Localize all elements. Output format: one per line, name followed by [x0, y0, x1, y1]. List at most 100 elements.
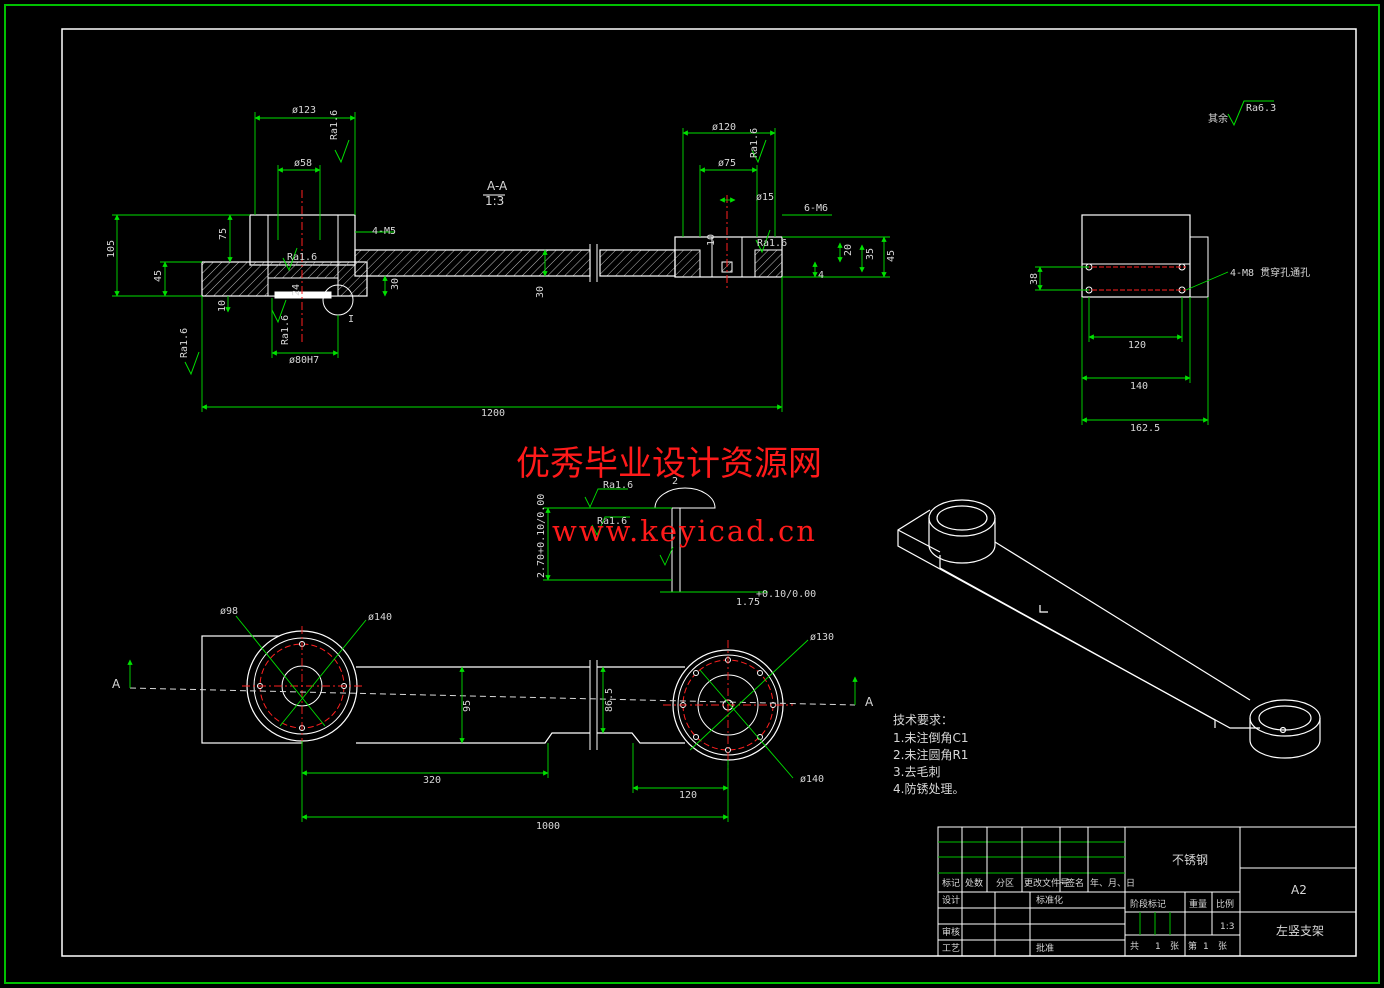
- dim-30b: 30: [535, 286, 546, 298]
- detail-175: 1.75: [736, 597, 760, 608]
- inner-frame: [61, 28, 1357, 957]
- plan-dimensions: [127, 615, 858, 822]
- marker-a-right: A: [865, 695, 874, 709]
- ra-label-5: Ra1.6: [749, 128, 760, 158]
- label-doc: 更改文件号: [1024, 877, 1069, 889]
- section-dimensions: [112, 112, 890, 412]
- side-dim-1625: 162.5: [1130, 423, 1160, 434]
- title-block-text: 不锈钢 A2 左竖支架 1:3 标记 处数 分区 更改文件号 签名 年、月、日 …: [942, 853, 1324, 954]
- roughness-symbols: [184, 139, 771, 376]
- watermark-url: www.keyicad.cn: [552, 514, 817, 548]
- side-holes: [1085, 263, 1186, 294]
- tech-notes: 技术要求： 1.未注倒角C1 2.未注圆角R1 3.去毛刺 4.防锈处理。: [893, 713, 968, 796]
- label-design: 设计: [942, 894, 960, 906]
- plan-dim-865: 86.5: [604, 688, 615, 712]
- label-total: 共: [1130, 941, 1139, 952]
- dim-24: 24: [291, 284, 302, 296]
- side-dim-m8: 4-M8 贯穿孔通孔: [1230, 266, 1310, 279]
- dim-d15: ø15: [756, 192, 774, 203]
- label-count: 处数: [965, 877, 983, 889]
- part-name: 左竖支架: [1276, 923, 1324, 938]
- watermark-title: 优秀毕业设计资源网: [516, 444, 822, 484]
- surface-finish-prefix: 其余: [1208, 112, 1228, 125]
- side-body: [1081, 214, 1191, 298]
- label-standard: 标准化: [1036, 894, 1063, 906]
- label-page-num: 1: [1203, 942, 1209, 952]
- label-total-num: 1: [1155, 942, 1161, 952]
- label-date: 年、月、日: [1090, 877, 1135, 889]
- dim-d75: ø75: [718, 158, 736, 169]
- material: 不锈钢: [1172, 853, 1208, 867]
- ra-label-3: Ra1.6: [280, 315, 291, 345]
- dim-d120: ø120: [712, 122, 736, 133]
- detail-2: 2: [672, 476, 678, 487]
- label-weight: 重量: [1189, 898, 1207, 910]
- surface-finish: 其余 Ra6.3: [1208, 100, 1276, 127]
- label-check: 审核: [942, 926, 960, 938]
- marker-a-left: A: [112, 677, 121, 691]
- arm-section-2: [599, 249, 676, 277]
- dim-45r: 45: [886, 250, 897, 262]
- plan-dim-d98: ø98: [220, 606, 238, 617]
- plan-dim-d130: ø130: [810, 632, 834, 643]
- side-dim-120: 120: [1128, 340, 1146, 351]
- dim-10r: 10: [706, 234, 717, 246]
- ra-label-6: Ra1.6: [757, 238, 787, 249]
- arm-section: [354, 249, 591, 277]
- dim-105: 105: [106, 240, 117, 258]
- section-view: A-A 1:3 ø123 ø58 4-M5 105 75 45 10 30 30…: [106, 105, 897, 419]
- right-boss-hatch-l: [674, 249, 701, 278]
- dim-75: 75: [218, 228, 229, 240]
- detail-tol-2: +0.10/0.00: [756, 589, 816, 600]
- surface-finish-value: Ra6.3: [1246, 103, 1276, 114]
- right-boss-hatch-r: [754, 249, 783, 278]
- label-zone: 分区: [996, 878, 1014, 889]
- tech-note-4: 4.防锈处理。: [893, 781, 964, 796]
- paper-size: A2: [1291, 883, 1307, 897]
- tech-note-1: 1.未注倒角C1: [893, 730, 968, 745]
- tech-note-2: 2.未注圆角R1: [893, 747, 968, 762]
- side-flange: [1189, 236, 1209, 298]
- section-scale: 1:3: [485, 194, 504, 208]
- detail-marker: I: [348, 314, 354, 325]
- label-process: 工艺: [942, 943, 960, 954]
- plan-dim-d140b: ø140: [800, 774, 824, 785]
- label-sheet-2: 张: [1218, 941, 1227, 952]
- detail-view: Ra1.6 Ra1.6 2.70+0.10/0.00 1.75 +0.10/0.…: [536, 476, 816, 608]
- dim-10: 10: [217, 300, 228, 312]
- side-view: 120 140 162.5 38 4-M8 贯穿孔通孔: [1029, 214, 1310, 434]
- label-page: 第: [1188, 940, 1197, 952]
- plan-dim-320: 320: [423, 775, 441, 786]
- detail-ra-1: Ra1.6: [603, 480, 633, 491]
- section-title: A-A: [487, 179, 508, 193]
- plan-dim-95: 95: [462, 700, 473, 712]
- plan-centerlines: [242, 626, 793, 770]
- scale-value: 1:3: [1220, 922, 1234, 932]
- ra-label-1: Ra1.6: [329, 110, 340, 140]
- left-bore-inner: [274, 291, 332, 299]
- side-dim-140: 140: [1130, 381, 1148, 392]
- dim-35: 35: [865, 248, 876, 260]
- section-cut-line: [129, 687, 856, 706]
- surface-finish-symbol: [1227, 100, 1274, 127]
- label-stage: 阶段标记: [1130, 898, 1166, 910]
- title-block: [937, 826, 1357, 957]
- dim-m5: 4-M5: [372, 226, 396, 237]
- dim-45: 45: [153, 270, 164, 282]
- plan-arm-outline: [356, 666, 685, 744]
- dim-d58: ø58: [294, 158, 312, 169]
- label-ratio: 比例: [1216, 898, 1234, 910]
- plan-dim-1000: 1000: [536, 821, 560, 832]
- isometric-view: [897, 499, 1321, 759]
- label-mark: 标记: [942, 877, 960, 889]
- ra-label-4: Ra1.6: [287, 252, 317, 263]
- dim-1200: 1200: [481, 408, 505, 419]
- label-sign: 签名: [1066, 877, 1084, 889]
- detail-tol-1: 2.70+0.10/0.00: [536, 494, 547, 578]
- side-dimensions: [1035, 266, 1229, 425]
- detail-groove: [654, 487, 716, 509]
- plan-dim-120: 120: [679, 790, 697, 801]
- label-approve: 批准: [1036, 942, 1054, 954]
- dim-m6: 6-M6: [804, 203, 828, 214]
- dim-4: 4: [818, 270, 824, 281]
